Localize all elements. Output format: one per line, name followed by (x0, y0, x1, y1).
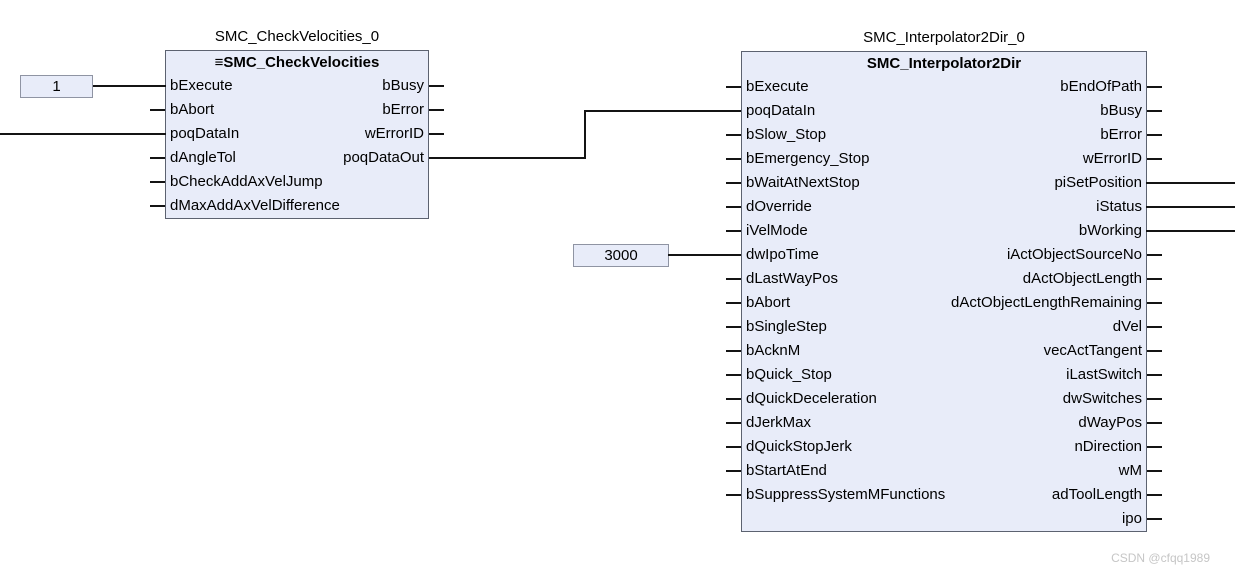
output-pin[interactable]: adToolLength (1051, 486, 1142, 503)
input-pin[interactable]: bSuppressSystemMFunctions (746, 486, 946, 503)
output-pin[interactable]: bError (1100, 126, 1142, 143)
wire-bworking-out[interactable] (1146, 230, 1235, 232)
output-pin[interactable]: bBusy (382, 77, 424, 94)
input-pin[interactable]: dMaxAddAxVelDifference (170, 197, 340, 214)
output-pin[interactable]: dwSwitches (1062, 390, 1142, 407)
wire-edge-to-poqdatain[interactable] (0, 133, 166, 135)
input-pin[interactable]: bQuick_Stop (746, 366, 832, 383)
instance-name-check-velocities[interactable]: SMC_CheckVelocities_0 (214, 28, 380, 45)
input-pin[interactable]: bAcknM (746, 342, 801, 359)
pin-row: dQuickDeceleration dwSwitches (726, 387, 1162, 411)
pin-row: poqDataIn wErrorID (150, 122, 444, 146)
pin-row: bWaitAtNextStop piSetPosition (726, 171, 1162, 195)
function-block-interpolator[interactable]: SMC_Interpolator2Dir bExecute bEndOfPath … (726, 51, 1162, 532)
input-pin[interactable]: bAbort (170, 101, 215, 118)
input-pin[interactable]: dAngleTol (170, 149, 236, 166)
pin-row: dOverride iStatus (726, 195, 1162, 219)
fb-pin-rows: bExecute bEndOfPath poqDataIn bBusy bSlow_… (726, 75, 1162, 531)
input-pin[interactable]: bWaitAtNextStop (746, 174, 860, 191)
wire-literal1-to-bexecute[interactable] (93, 85, 166, 87)
pin-row: bAcknM vecActTangent (726, 339, 1162, 363)
fb-header: ≡SMC_CheckVelocities (166, 51, 428, 74)
input-pin[interactable]: poqDataIn (170, 125, 240, 142)
pin-row: dMaxAddAxVelDifference (150, 194, 428, 218)
pin-row: bEmergency_Stop wErrorID (726, 147, 1162, 171)
watermark-text: CSDN @cfqq1989 (1111, 551, 1210, 565)
literal-value-bexecute[interactable]: 1 (20, 75, 93, 98)
pin-row: bAbort bError (150, 98, 444, 122)
input-pin[interactable]: bAbort (746, 294, 791, 311)
pin-row: bExecute bEndOfPath (726, 75, 1162, 99)
pin-row: dLastWayPos dActObjectLength (726, 267, 1162, 291)
fb-type-name: SMC_Interpolator2Dir (866, 55, 1022, 72)
input-pin[interactable]: dQuickStopJerk (746, 438, 852, 455)
output-pin[interactable]: dActObjectLengthRemaining (951, 294, 1142, 311)
function-block-check-velocities[interactable]: ≡SMC_CheckVelocities bExecute bBusy bAbor… (150, 50, 444, 219)
instance-name-interpolator[interactable]: SMC_Interpolator2Dir_0 (863, 29, 1025, 46)
fb-type-name: SMC_CheckVelocities (223, 54, 380, 71)
input-pin[interactable]: bExecute (170, 77, 233, 94)
input-pin[interactable]: bSlow_Stop (746, 126, 827, 143)
input-pin[interactable]: dOverride (746, 198, 812, 215)
input-pin[interactable]: iVelMode (746, 222, 808, 239)
pin-row: dwIpoTime iActObjectSourceNo (726, 243, 1162, 267)
pin-row: poqDataIn bBusy (726, 99, 1162, 123)
input-pin[interactable]: bExecute (746, 78, 809, 95)
wire-pisetposition-out[interactable] (1146, 182, 1235, 184)
input-pin[interactable]: poqDataIn (746, 102, 816, 119)
pin-row: bStartAtEnd wM (726, 459, 1162, 483)
output-pin[interactable]: bEndOfPath (1060, 78, 1142, 95)
output-pin[interactable]: poqDataOut (343, 149, 424, 166)
output-pin[interactable]: iLastSwitch (1066, 366, 1142, 383)
pin-row: dAngleTol poqDataOut (150, 146, 444, 170)
output-pin[interactable]: dVel (1112, 318, 1142, 335)
input-pin[interactable]: bSingleStep (746, 318, 827, 335)
output-pin[interactable]: wM (1118, 462, 1142, 479)
input-pin[interactable]: dJerkMax (746, 414, 812, 431)
output-pin[interactable]: bError (382, 101, 424, 118)
pin-row: bSingleStep dVel (726, 315, 1162, 339)
wire-to-poqdatain-right[interactable] (584, 110, 741, 112)
input-pin[interactable]: dLastWayPos (746, 270, 838, 287)
wire-poqdataout-vertical[interactable] (584, 110, 586, 159)
input-pin[interactable]: dwIpoTime (746, 246, 819, 263)
output-pin[interactable]: ipo (1121, 510, 1142, 527)
output-pin[interactable]: bWorking (1078, 222, 1142, 239)
wire-istatus-out[interactable] (1146, 206, 1235, 208)
output-pin[interactable]: nDirection (1074, 438, 1142, 455)
output-pin[interactable]: wErrorID (364, 125, 424, 142)
output-pin[interactable]: dWayPos (1078, 414, 1142, 431)
wire-literal3000-to-dwipotime[interactable] (668, 254, 741, 256)
input-pin[interactable]: dQuickDeceleration (746, 390, 877, 407)
fb-pin-rows: bExecute bBusy bAbort bError poqDataIn wErr… (150, 74, 444, 218)
wire-poqdataout-horizontal[interactable] (429, 157, 586, 159)
pin-row: dJerkMax dWayPos (726, 411, 1162, 435)
input-pin[interactable]: bEmergency_Stop (746, 150, 870, 167)
input-pin[interactable]: bCheckAddAxVelJump (170, 173, 323, 190)
linked-fb-icon: ≡ (214, 54, 224, 71)
pin-row: dQuickStopJerk nDirection (726, 435, 1162, 459)
pin-row: bQuick_Stop iLastSwitch (726, 363, 1162, 387)
output-pin[interactable]: bBusy (1100, 102, 1142, 119)
output-pin[interactable]: wErrorID (1082, 150, 1142, 167)
literal-value-dwipotime[interactable]: 3000 (573, 244, 669, 267)
pin-row: bExecute bBusy (150, 74, 444, 98)
output-pin[interactable]: dActObjectLength (1022, 270, 1142, 287)
fb-header: SMC_Interpolator2Dir (742, 52, 1146, 75)
pin-row: bSlow_Stop bError (726, 123, 1162, 147)
pin-row: bCheckAddAxVelJump (150, 170, 428, 194)
output-pin[interactable]: iStatus (1096, 198, 1142, 215)
output-pin[interactable]: vecActTangent (1043, 342, 1142, 359)
pin-row: ipo (742, 507, 1162, 531)
pin-row: iVelMode bWorking (726, 219, 1162, 243)
output-pin[interactable]: iActObjectSourceNo (1006, 246, 1142, 263)
output-pin[interactable]: piSetPosition (1054, 174, 1142, 191)
input-pin[interactable]: bStartAtEnd (746, 462, 827, 479)
pin-row: bSuppressSystemMFunctions adToolLength (726, 483, 1162, 507)
pin-row: bAbort dActObjectLengthRemaining (726, 291, 1162, 315)
